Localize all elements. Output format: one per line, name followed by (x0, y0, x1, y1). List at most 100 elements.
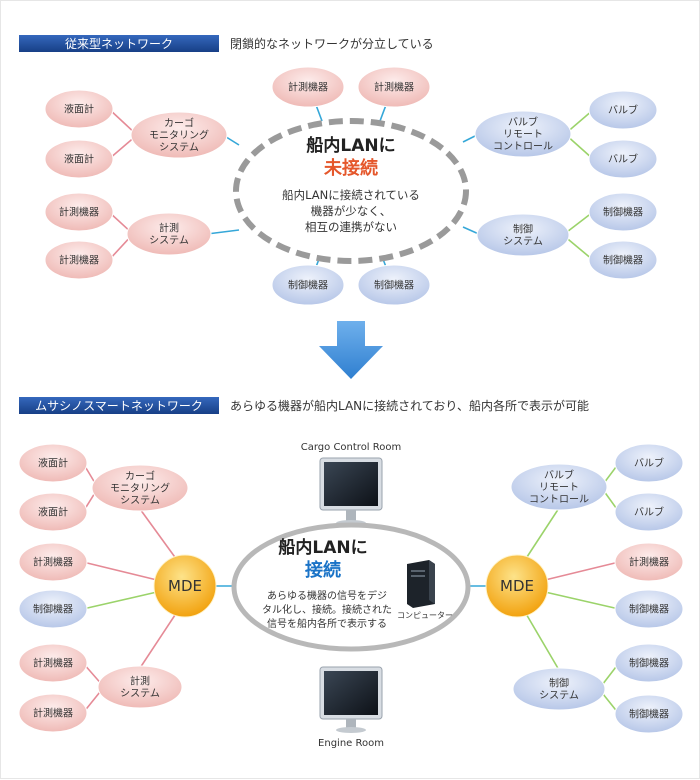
mde-hub-left: MDE (153, 554, 217, 618)
top-standalone-node-shape (357, 66, 431, 108)
top-leaf-node-label: 液面計 (64, 153, 94, 166)
top-leaf-node: 制御機器 (588, 192, 658, 232)
bottom-link-line (82, 591, 158, 610)
top-hub-node-label: システム (503, 236, 543, 248)
top-hub-node-label: コントロール (493, 142, 553, 153)
mde-hub-right-shape (485, 554, 549, 618)
top-leaf-node-label: バルブ (608, 153, 638, 166)
top-hub-node-label: システム (159, 142, 199, 154)
mde-hub-left-shape (153, 554, 217, 618)
bottom-leaf-node-shape (614, 492, 684, 532)
top-center-body-line: 相互の連携がない (305, 220, 397, 234)
top-link-line (379, 104, 387, 122)
top-hub-node-label: モニタリング (149, 129, 209, 142)
down-arrow-icon (319, 321, 383, 379)
bottom-center-body-line: 信号を船内各所で表示する (267, 617, 387, 630)
top-standalone-node-shape (271, 66, 345, 108)
bottom-leaf-node-shape (18, 492, 88, 532)
top-leaf-node: 液面計 (44, 139, 114, 179)
bottom-hub-node-label: リモート (539, 483, 579, 494)
top-hub-node-label: 計測 (159, 222, 179, 235)
bottom-link-line (544, 591, 620, 610)
bottom-leaf-node-label: バルブ (634, 457, 664, 470)
bottom-connection-lines (82, 462, 620, 715)
bottom-leaf-node-shape (614, 443, 684, 483)
top-standalone-node-label: 計測機器 (288, 81, 328, 94)
mde-hub-left-label: MDE (168, 577, 202, 595)
top-leaf-node: 計測機器 (44, 240, 114, 280)
top-standalone-node: 計測機器 (357, 66, 431, 108)
bottom-leaf-node-label: 制御機器 (629, 603, 669, 616)
bottom-leaf-node: 制御機器 (614, 589, 684, 629)
top-standalone-node-shape (271, 264, 345, 306)
bottom-leaf-node: 計測機器 (18, 643, 88, 683)
bottom-leaf-node-label: 計測機器 (629, 556, 669, 569)
bottom-leaf-node-shape (614, 542, 684, 582)
bottom-hub-node-label: 制御 (549, 677, 569, 690)
top-hub-node-label: 制御 (513, 223, 533, 236)
bottom-hub-node-label: バルブ (544, 469, 574, 482)
top-nodes: 液面計液面計カーゴモニタリングシステム計測機器計測機器計測システムバルブバルブバ… (44, 66, 658, 306)
top-center-title: 船内LANに (306, 135, 395, 156)
bottom-center-accent: 接続 (305, 559, 341, 581)
top-hub-node-label: システム (149, 235, 189, 247)
bottom-hub-node-label: コントロール (529, 495, 589, 506)
top-center-accent: 未接続 (324, 157, 378, 179)
bottom-link-line (524, 507, 560, 561)
bottom-leaf-node: 計測機器 (18, 693, 88, 733)
top-leaf-node-shape (588, 240, 658, 280)
top-leaf-node-shape (44, 139, 114, 179)
top-hub-node-shape (126, 212, 212, 256)
bottom-leaf-node-shape (18, 693, 88, 733)
bottom-hub-node-shape (510, 463, 608, 511)
top-standalone-node-label: 制御機器 (374, 279, 414, 292)
top-leaf-node-shape (44, 192, 114, 232)
top-leaf-node-shape (588, 192, 658, 232)
top-section-description: 閉鎖的なネットワークが分立している (230, 36, 434, 51)
bottom-section-label-bg (19, 397, 219, 414)
down-arrow (319, 321, 383, 379)
monitor-icon (319, 666, 383, 733)
top-leaf-node-shape (44, 240, 114, 280)
top-hub-node-shape (474, 110, 572, 158)
top-standalone-node-shape (357, 264, 431, 306)
bottom-section-label: ムサシノスマートネットワーク (35, 399, 203, 413)
top-hub-node-label: リモート (503, 130, 543, 141)
bottom-hub-node-label: システム (539, 690, 579, 702)
bottom-hub-node-label: システム (120, 495, 160, 507)
top-leaf-node: バルブ (588, 90, 658, 130)
bottom-leaf-node: 制御機器 (18, 589, 88, 629)
bottom-link-line (139, 508, 178, 561)
top-section-label-bg (19, 35, 219, 52)
bottom-center-connected-lan (231, 522, 471, 652)
top-leaf-node: 制御機器 (588, 240, 658, 280)
bottom-leaf-node: 液面計 (18, 443, 88, 483)
top-leaf-node-label: バルブ (608, 104, 638, 117)
top-leaf-node-label: 制御機器 (603, 206, 643, 219)
top-section: 従来型ネットワーク 閉鎖的なネットワークが分立している 船内LANに 未接続 船… (19, 35, 658, 306)
top-leaf-node: 計測機器 (44, 192, 114, 232)
bottom-leaf-node: バルブ (614, 492, 684, 532)
bottom-leaf-node-label: 制御機器 (33, 603, 73, 616)
bottom-nodes: 液面計液面計カーゴモニタリングシステム計測機器制御機器計測機器計測機器計測システ… (18, 443, 684, 734)
bottom-hub-node-shape (512, 667, 606, 711)
computer-label: コンピューター (397, 611, 453, 620)
bottom-leaf-node-label: 計測機器 (33, 657, 73, 670)
bottom-hub-node-shape (97, 665, 183, 709)
bottom-link-line (82, 561, 158, 581)
bottom-leaf-node: 制御機器 (614, 694, 684, 734)
bottom-leaf-node-shape (18, 542, 88, 582)
bottom-leaf-node-shape (18, 643, 88, 683)
bottom-leaf-node: 計測機器 (18, 542, 88, 582)
top-leaf-node-shape (588, 139, 658, 179)
cargo-control-room-label: Cargo Control Room (301, 442, 402, 453)
bottom-hub-node-label: カーゴ (125, 470, 155, 483)
top-center-body-line: 船内LANに接続されている (282, 188, 420, 202)
bottom-leaf-node-label: 制御機器 (629, 657, 669, 670)
top-hub-node-label: カーゴ (164, 117, 194, 130)
top-hub-node-shape (130, 111, 228, 159)
